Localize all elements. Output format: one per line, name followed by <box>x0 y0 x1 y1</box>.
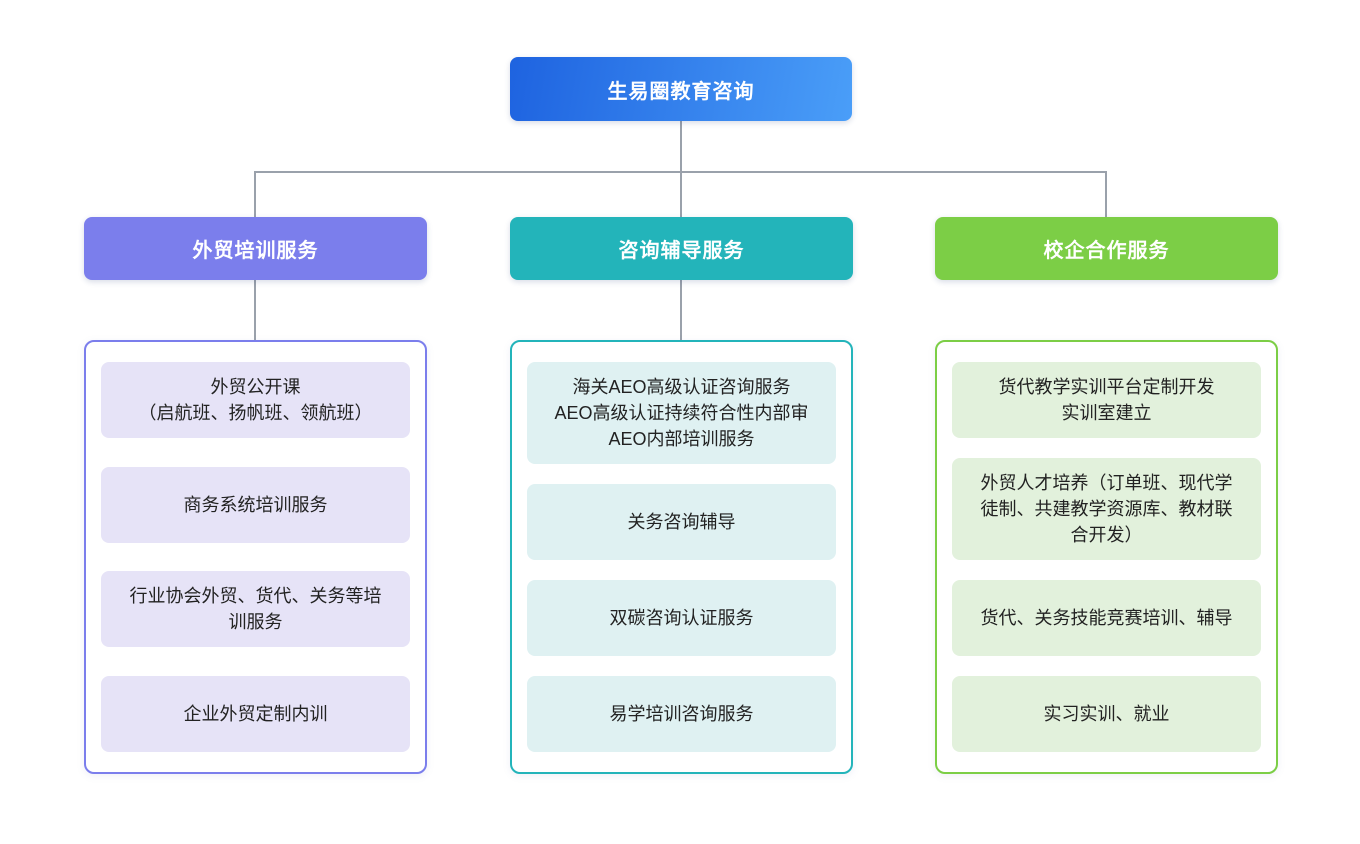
service-item: 货代、关务技能竞赛培训、辅导 <box>952 580 1261 657</box>
branch-container-consulting: 海关AEO高级认证咨询服务 AEO高级认证持续符合性内部审 AEO内部培训服务 … <box>510 340 853 774</box>
connector-drop-branch3 <box>1105 171 1107 217</box>
root-node: 生易圈教育咨询 <box>510 57 852 121</box>
service-item: 行业协会外贸、货代、关务等培训服务 <box>101 571 410 648</box>
branch-container-trade-training: 外贸公开课 （启航班、扬帆班、领航班） 商务系统培训服务 行业协会外贸、货代、关… <box>84 340 427 774</box>
service-item: 外贸人才培养（订单班、现代学徒制、共建教学资源库、教材联合开发） <box>952 458 1261 561</box>
service-item: 海关AEO高级认证咨询服务 AEO高级认证持续符合性内部审 AEO内部培训服务 <box>527 362 836 465</box>
service-item: 实习实训、就业 <box>952 676 1261 752</box>
service-item: 外贸公开课 （启航班、扬帆班、领航班） <box>101 362 410 439</box>
branch-header-trade-training: 外贸培训服务 <box>84 217 427 280</box>
service-item: 双碳咨询认证服务 <box>527 580 836 657</box>
connector-drop-branch1 <box>254 171 256 217</box>
service-item: 货代教学实训平台定制开发 实训室建立 <box>952 362 1261 439</box>
service-item: 关务咨询辅导 <box>527 484 836 561</box>
root-node-label: 生易圈教育咨询 <box>607 80 755 103</box>
service-item: 企业外贸定制内训 <box>101 675 410 752</box>
service-item: 易学培训咨询服务 <box>527 676 836 752</box>
connector-drop-branch2 <box>680 171 682 217</box>
connector-branch1-stem <box>254 280 256 340</box>
service-item: 商务系统培训服务 <box>101 466 410 543</box>
branch-header-label: 外贸培训服务 <box>192 240 319 262</box>
connector-branch2-stem <box>680 280 682 340</box>
branch-header-label: 校企合作服务 <box>1043 240 1170 262</box>
branch-header-school-enterprise: 校企合作服务 <box>935 217 1278 280</box>
branch-container-school-enterprise: 货代教学实训平台定制开发 实训室建立 外贸人才培养（订单班、现代学徒制、共建教学… <box>935 340 1278 774</box>
branch-header-label: 咨询辅导服务 <box>618 240 745 262</box>
connector-root-stem <box>680 121 682 172</box>
branch-header-consulting: 咨询辅导服务 <box>510 217 853 280</box>
